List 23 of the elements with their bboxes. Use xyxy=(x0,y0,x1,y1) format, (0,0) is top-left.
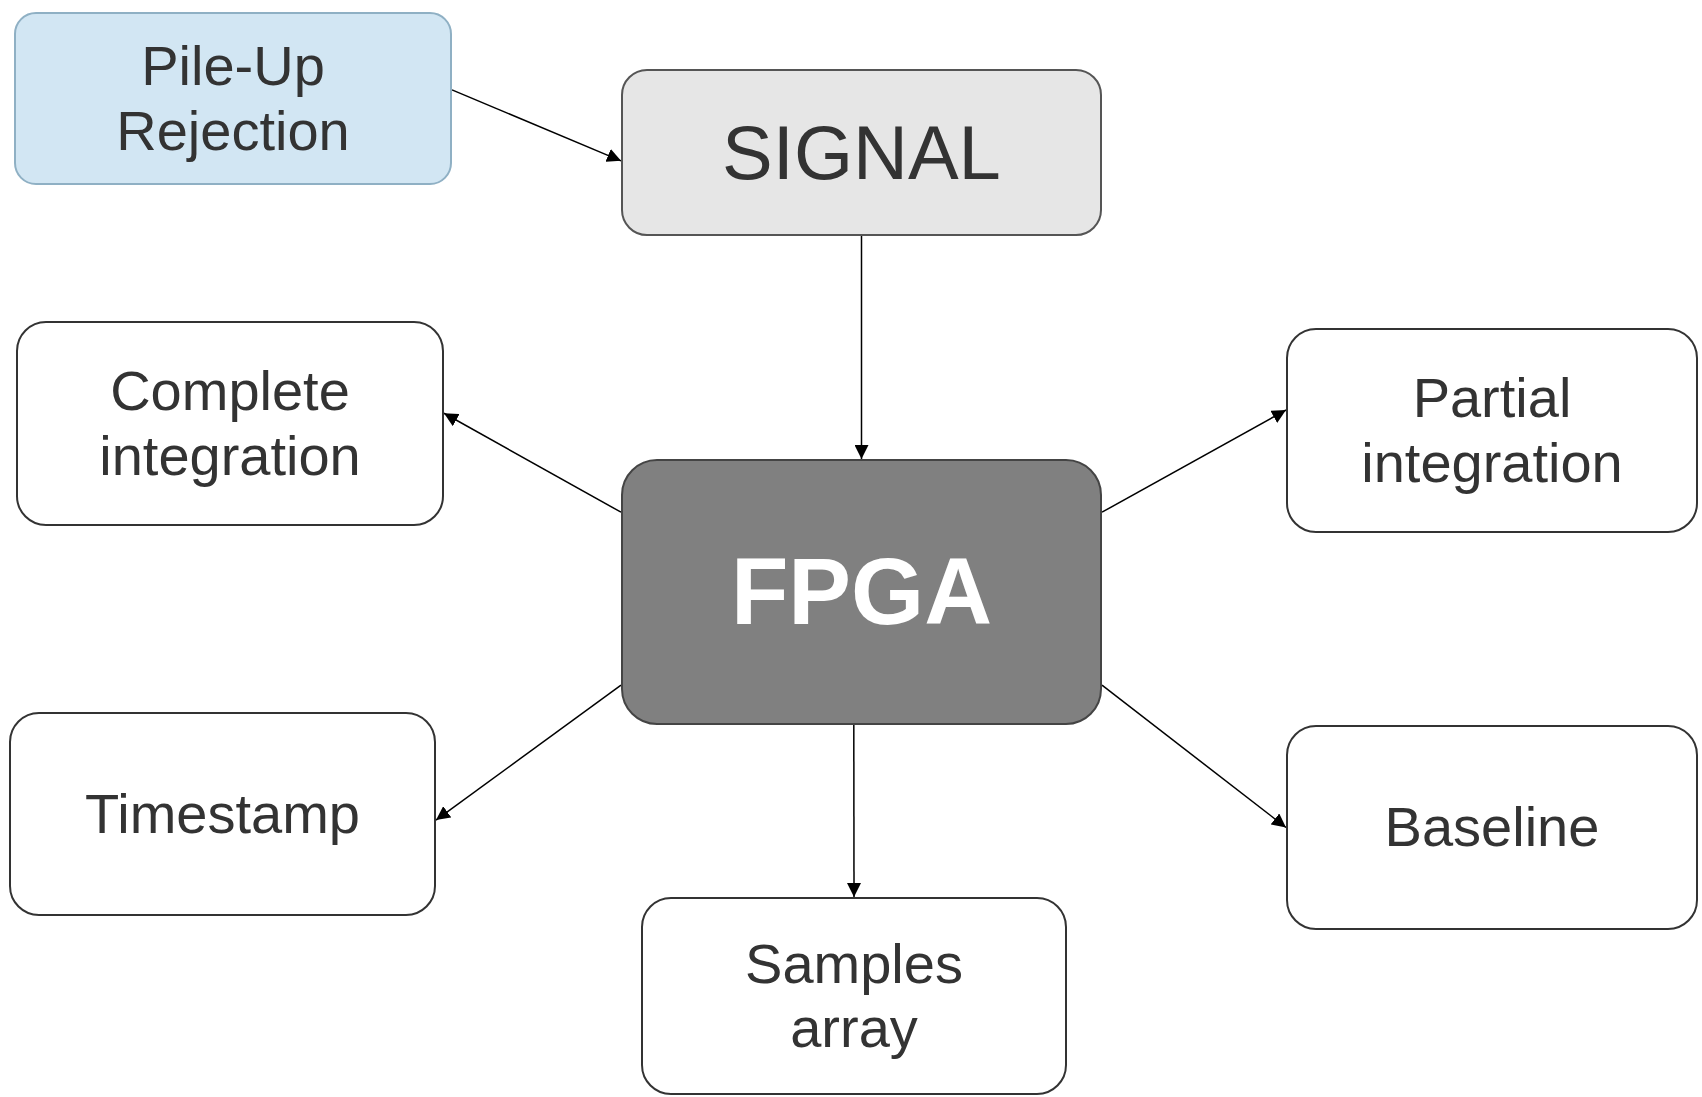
box-label: SIGNAL xyxy=(721,108,1002,197)
arrow xyxy=(451,89,622,162)
arrow xyxy=(435,684,622,821)
box-label: Partial integration xyxy=(1360,366,1624,495)
box-label: Baseline xyxy=(1383,795,1601,860)
arrow xyxy=(1101,684,1287,829)
process-box xyxy=(16,321,444,526)
box-label: Samples array xyxy=(744,931,964,1061)
arrow xyxy=(443,412,622,513)
arrow xyxy=(1101,409,1287,513)
process-box xyxy=(1286,328,1698,533)
box-label: Complete integration xyxy=(98,359,362,488)
processor-box xyxy=(621,459,1102,725)
process-box xyxy=(9,712,436,916)
process-box xyxy=(14,12,452,185)
process-box xyxy=(641,897,1067,1095)
box-label: FPGA xyxy=(729,537,994,646)
process-box xyxy=(621,69,1102,236)
arrow xyxy=(847,724,861,898)
process-box xyxy=(1286,725,1698,930)
box-label: Pile-Up Rejection xyxy=(115,34,351,163)
box-label: Timestamp xyxy=(84,781,361,847)
arrow xyxy=(854,235,869,460)
